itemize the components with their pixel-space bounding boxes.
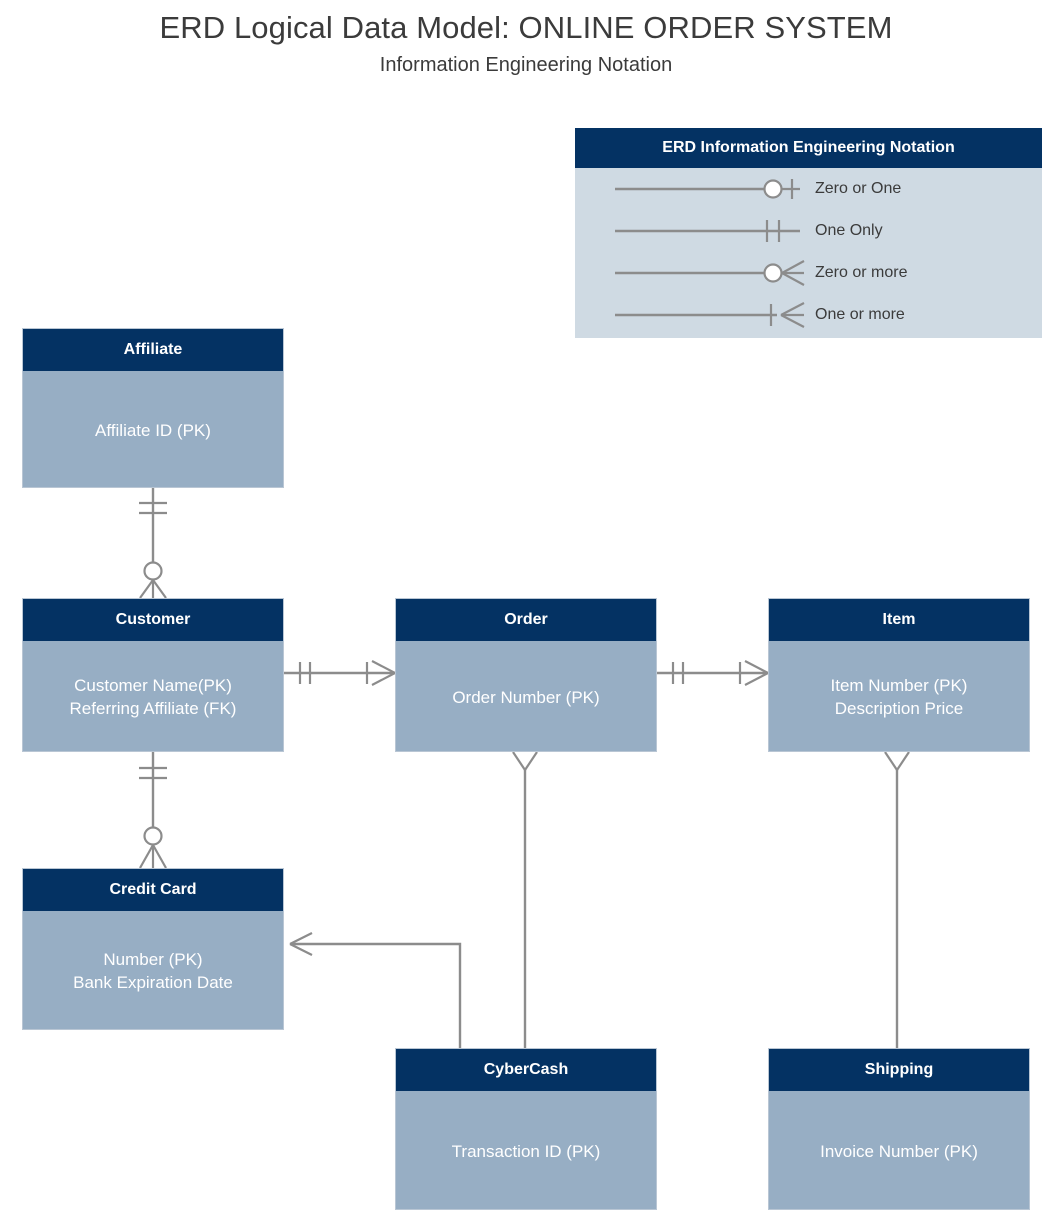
attribute: Customer Name(PK): [74, 676, 232, 695]
legend-row-zero-or-one: Zero or One: [575, 168, 1042, 210]
zero-or-one-icon: [605, 168, 815, 215]
legend-label-one-only: One Only: [815, 222, 883, 239]
entity-customer-attributes: Customer Name(PK) Referring Affiliate (F…: [23, 641, 283, 753]
entity-cybercash-attributes: Transaction ID (PK): [396, 1091, 656, 1211]
attribute: Bank Expiration Date: [73, 973, 233, 992]
entity-shipping-title: Shipping: [769, 1049, 1029, 1091]
legend-row-zero-or-more: Zero or more: [575, 252, 1042, 294]
attribute: Transaction ID (PK): [451, 1141, 601, 1161]
legend-label-one-or-more: One or more: [815, 306, 905, 323]
attribute: Invoice Number (PK): [820, 1141, 978, 1161]
legend-title: ERD Information Engineering Notation: [575, 128, 1042, 168]
entity-credit-card-attributes: Number (PK) Bank Expiration Date: [23, 911, 283, 1031]
page-subtitle: Information Engineering Notation: [379, 54, 673, 76]
attribute: Item Number (PK): [830, 676, 968, 695]
page-title: ERD Logical Data Model: ONLINE ORDER SYS…: [159, 10, 893, 45]
legend-row-one-or-more: One or more: [575, 294, 1042, 336]
entity-affiliate[interactable]: Affiliate Affiliate ID (PK): [22, 328, 284, 488]
attribute: Referring Affiliate (FK): [69, 699, 237, 718]
entity-shipping[interactable]: Shipping Invoice Number (PK): [768, 1048, 1030, 1210]
entity-order-title: Order: [396, 599, 656, 641]
attribute: Order Number (PK): [452, 687, 600, 707]
entity-customer-title: Customer: [23, 599, 283, 641]
entity-item-title: Item: [769, 599, 1029, 641]
attribute: Description Price: [834, 699, 964, 718]
entity-item-attributes: Item Number (PK) Description Price: [769, 641, 1029, 753]
entity-item[interactable]: Item Item Number (PK) Description Price: [768, 598, 1030, 752]
entity-credit-card[interactable]: Credit Card Number (PK) Bank Expiration …: [22, 868, 284, 1030]
attribute: Number (PK): [103, 950, 203, 969]
one-or-more-icon: [605, 294, 815, 341]
entity-order[interactable]: Order Order Number (PK): [395, 598, 657, 752]
entity-cybercash-title: CyberCash: [396, 1049, 656, 1091]
entity-shipping-attributes: Invoice Number (PK): [769, 1091, 1029, 1211]
entity-cybercash[interactable]: CyberCash Transaction ID (PK): [395, 1048, 657, 1210]
entity-affiliate-title: Affiliate: [23, 329, 283, 371]
attribute: Affiliate ID (PK): [95, 420, 211, 440]
legend-label-zero-or-one: Zero or One: [815, 180, 902, 197]
connector-credit-card-cybercash: [290, 942, 462, 1048]
legend-label-zero-or-more: Zero or more: [815, 264, 908, 281]
one-only-icon: [605, 210, 815, 257]
legend-panel: ERD Information Engineering Notation Zer…: [575, 128, 1042, 338]
entity-credit-card-title: Credit Card: [23, 869, 283, 911]
zero-or-more-icon: [605, 252, 815, 299]
legend-row-one-only: One Only: [575, 210, 1042, 252]
entity-affiliate-attributes: Affiliate ID (PK): [23, 371, 283, 489]
entity-order-attributes: Order Number (PK): [396, 641, 656, 753]
entity-customer[interactable]: Customer Customer Name(PK) Referring Aff…: [22, 598, 284, 752]
